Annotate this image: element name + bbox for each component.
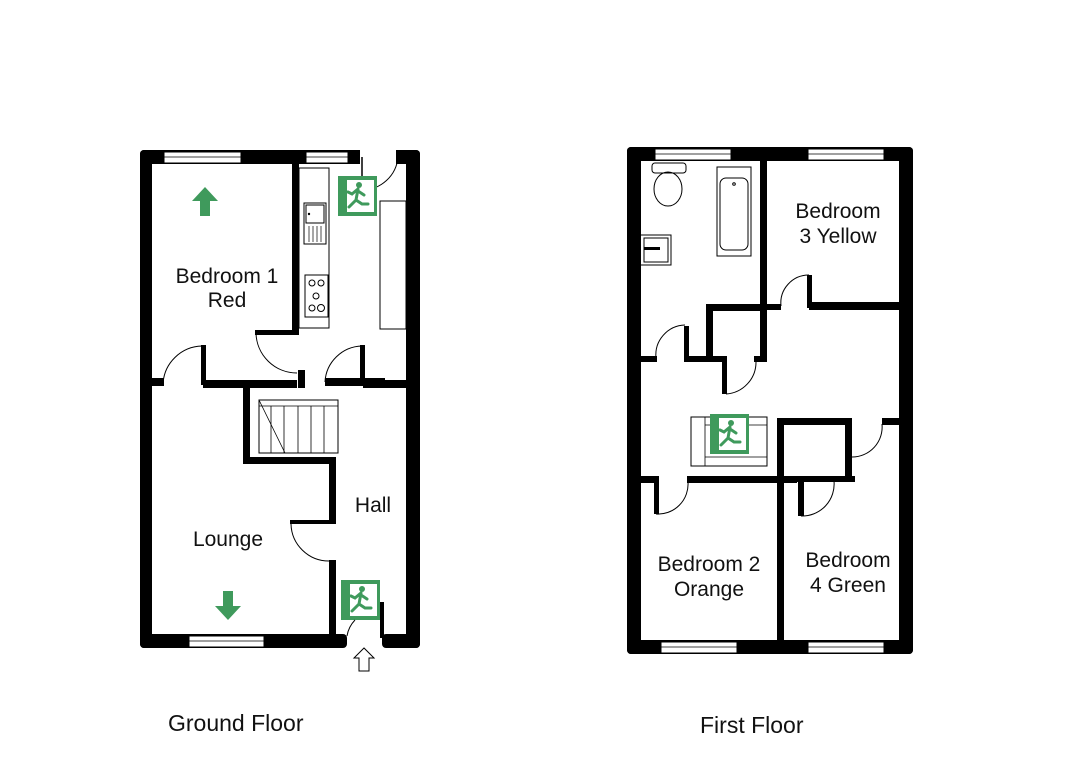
basin-icon [639,234,672,266]
first-floor-plan: Bedroom 3 Yellow Bedroom 2 Orange Bedroo… [627,147,913,738]
gf-wall-bottom-right [382,634,420,648]
ff-window-bedroom4 [807,641,885,654]
sink-icon [303,202,327,245]
gf-door-hall-kitchen[interactable] [324,345,363,383]
gf-door-lounge[interactable] [290,523,330,562]
ff-door-bedroom4-top[interactable] [851,423,883,458]
gf-door-kitchen[interactable] [255,332,298,374]
kitchen-worktop [298,167,330,329]
room-label-bedroom4: Bedroom [805,549,890,572]
room-label-bedroom2-color: Orange [674,578,744,601]
gf-wall-kitchen-bedroom [292,164,299,330]
room-label-bedroom3-color: 3 Yellow [799,225,877,248]
room-label-bedroom1-color: Red [208,289,247,312]
kitchen-worktop-right [379,200,407,330]
ff-door-bedroom4[interactable] [800,480,835,517]
exit-sign-icon [338,176,377,216]
arrow-up-icon [192,187,218,216]
exit-sign-icon [710,414,749,454]
room-label-bedroom1: Bedroom 1 [176,265,279,288]
room-label-bedroom3: Bedroom [795,200,880,223]
ground-floor-plan: Bedroom 1 Red Lounge Hall Ground Floor [140,150,420,736]
room-label-lounge: Lounge [193,528,263,551]
room-label-hall: Hall [355,494,391,517]
ff-door-bedroom2[interactable] [655,481,689,515]
exit-sign-icon [341,580,380,620]
gf-wall-right [406,150,420,648]
gf-window-bedroom1 [163,151,242,164]
gf-window-kitchen [305,151,349,164]
ground-floor-title: Ground Floor [168,710,304,736]
arrow-down-icon [215,591,241,620]
gf-back-door-opening [360,150,396,164]
room-label-bedroom4-color: 4 Green [810,574,886,597]
entrance-arrow-icon [352,647,376,672]
bath-icon [716,166,752,257]
first-floor-title: First Floor [700,712,804,738]
hob-icon [304,274,329,318]
ff-door-bedroom3[interactable] [780,274,810,307]
ff-window-bedroom2 [660,641,738,654]
gf-door-bedroom1[interactable] [162,345,203,385]
stairs-icon [258,399,339,454]
gf-wall-left [140,150,152,648]
gf-window-lounge [188,635,265,648]
ff-window-bathroom [654,148,732,161]
gf-front-door[interactable] [346,619,356,637]
toilet-icon [651,162,687,207]
ff-window-bedroom3 [807,148,885,161]
ff-door-bathroom[interactable] [655,324,686,359]
ff-door-cupboard[interactable] [725,361,757,395]
room-label-bedroom2: Bedroom 2 [658,553,761,576]
